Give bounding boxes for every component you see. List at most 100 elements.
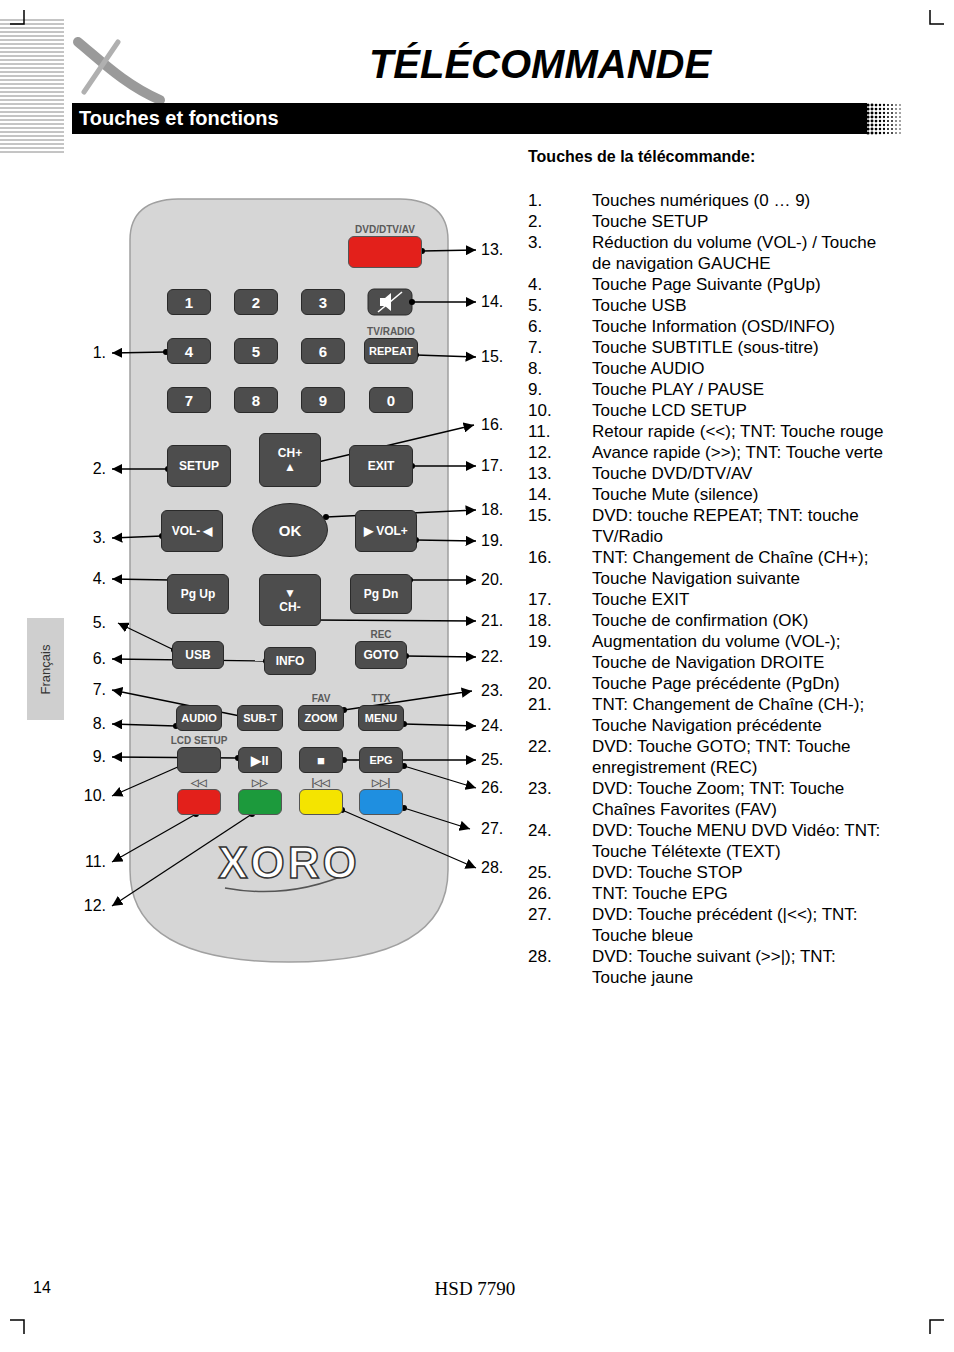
item-number: 13. (528, 463, 592, 484)
remote-button: Pg Dn (350, 574, 412, 614)
button-caption: TV/RADIO (367, 326, 415, 337)
leader-line (416, 540, 476, 541)
remote-button: VOL-◀ (161, 510, 223, 552)
item-number: 12. (528, 442, 592, 463)
item-text: Réduction du volume (VOL-) / Touche de n… (592, 232, 892, 274)
button-label: 7 (185, 392, 193, 409)
leader-line (422, 250, 476, 251)
remote-button: CH+▲ (259, 433, 321, 487)
remote-button: SETUP (167, 445, 231, 487)
item-text: Touches numériques (0 … 9) (592, 190, 892, 211)
item-text: Touche SETUP (592, 211, 892, 232)
button-caption: LCD SETUP (171, 735, 228, 746)
leader-line (118, 623, 174, 650)
page-title: TÉLÉCOMMANDE (290, 42, 790, 87)
item-text: Touche DVD/DTV/AV (592, 463, 892, 484)
remote-button: ▷▷ (238, 789, 282, 815)
remote-button: OK (252, 503, 328, 557)
model-name: HSD 7790 (375, 1278, 575, 1300)
callout-number: 27. (481, 820, 525, 838)
button-label: SETUP (179, 459, 219, 473)
item-number: 8. (528, 358, 592, 379)
button-label: 8 (252, 392, 260, 409)
leader-line (112, 766, 180, 796)
list-heading: Touches de la télécommande: (528, 148, 755, 166)
bar-dots (866, 103, 900, 134)
leader-line (112, 536, 162, 538)
item-number: 25. (528, 862, 592, 883)
callout-number: 8. (62, 715, 106, 733)
list-row: 28.DVD: Touche suivant (>>|); TNT: Touch… (528, 946, 898, 988)
item-text: Touche Information (OSD/INFO) (592, 316, 892, 337)
remote-button: TV/RADIOREPEAT (364, 338, 419, 364)
callout-number: 13. (481, 241, 525, 259)
button-caption: DVD/DTV/AV (355, 224, 415, 235)
list-row: 20.Touche Page précédente (PgDn) (528, 673, 898, 694)
callout-number: 4. (62, 570, 106, 588)
item-text: Touche de confirmation (OK) (592, 610, 892, 631)
item-text: Touche LCD SETUP (592, 400, 892, 421)
button-caption: ▷▷| (372, 777, 391, 788)
callout-number: 10. (62, 787, 106, 805)
leader-line (112, 814, 196, 862)
callout-number: 12. (62, 897, 106, 915)
item-number: 23. (528, 778, 592, 799)
button-label: 6 (319, 343, 327, 360)
leader-line (112, 352, 166, 353)
callout-number: 24. (481, 717, 525, 735)
button-label: 9 (319, 392, 327, 409)
button-label: 1 (185, 294, 193, 311)
remote-button: TTXMENU (358, 705, 404, 731)
item-number: 10. (528, 400, 592, 421)
header-stripes (0, 20, 64, 152)
brand-logo (78, 42, 160, 100)
button-label: ■ (317, 753, 325, 768)
item-text: DVD: Touche précédent (|<<); TNT: Touche… (592, 904, 892, 946)
item-number: 1. (528, 190, 592, 211)
remote-button: 7 (167, 387, 211, 413)
item-text: Augmentation du volume (VOL-); Touche de… (592, 631, 892, 673)
callout-number: 17. (481, 457, 525, 475)
button-label: 0 (387, 392, 395, 409)
item-text: Touche SUBTITLE (sous-titre) (592, 337, 892, 358)
item-number: 5. (528, 295, 592, 316)
item-number: 19. (528, 631, 592, 652)
button-caption: TTX (372, 693, 391, 704)
remote-button: FAVZOOM (298, 705, 344, 731)
remote-button: 9 (301, 387, 345, 413)
remote-button: 4 (167, 338, 211, 364)
item-number: 17. (528, 589, 592, 610)
remote-button: 0 (369, 387, 413, 413)
button-label: CH+ (278, 446, 302, 460)
leader-line (112, 724, 176, 726)
remote-button: ▶VOL+ (355, 510, 417, 552)
leader-line (406, 656, 476, 657)
item-number: 20. (528, 673, 592, 694)
item-number: 18. (528, 610, 592, 631)
list-row: 2.Touche SETUP (528, 211, 898, 232)
leader-line (412, 301, 476, 302)
button-label: Pg Dn (364, 587, 399, 601)
node-text: Français (38, 644, 53, 694)
list-row: 12.Avance rapide (>>); TNT: Touche verte (528, 442, 898, 463)
list-row: 24.DVD: Touche MENU DVD Vidéo: TNT: Touc… (528, 820, 898, 862)
callout-number: 18. (481, 501, 525, 519)
list-row: 18.Touche de confirmation (OK) (528, 610, 898, 631)
remote-button: EPG (359, 747, 403, 773)
callout-number: 22. (481, 648, 525, 666)
item-text: Touche Page Suivante (PgUp) (592, 274, 892, 295)
item-number: 24. (528, 820, 592, 841)
callout-number: 6. (62, 650, 106, 668)
node-text: XORO (130, 838, 448, 888)
list-row: 9.Touche PLAY / PAUSE (528, 379, 898, 400)
button-label: ZOOM (305, 712, 338, 724)
button-label: 3 (319, 294, 327, 311)
leader-lines (112, 248, 476, 906)
leader-line (404, 766, 476, 788)
callout-number: 16. (481, 416, 525, 434)
remote-button: |◁◁ (299, 789, 343, 815)
callout-number: 14. (481, 293, 525, 311)
remote-button: LCD SETUP (177, 747, 221, 773)
button-caption: ▷▷ (252, 777, 268, 788)
callout-number: 25. (481, 751, 525, 769)
